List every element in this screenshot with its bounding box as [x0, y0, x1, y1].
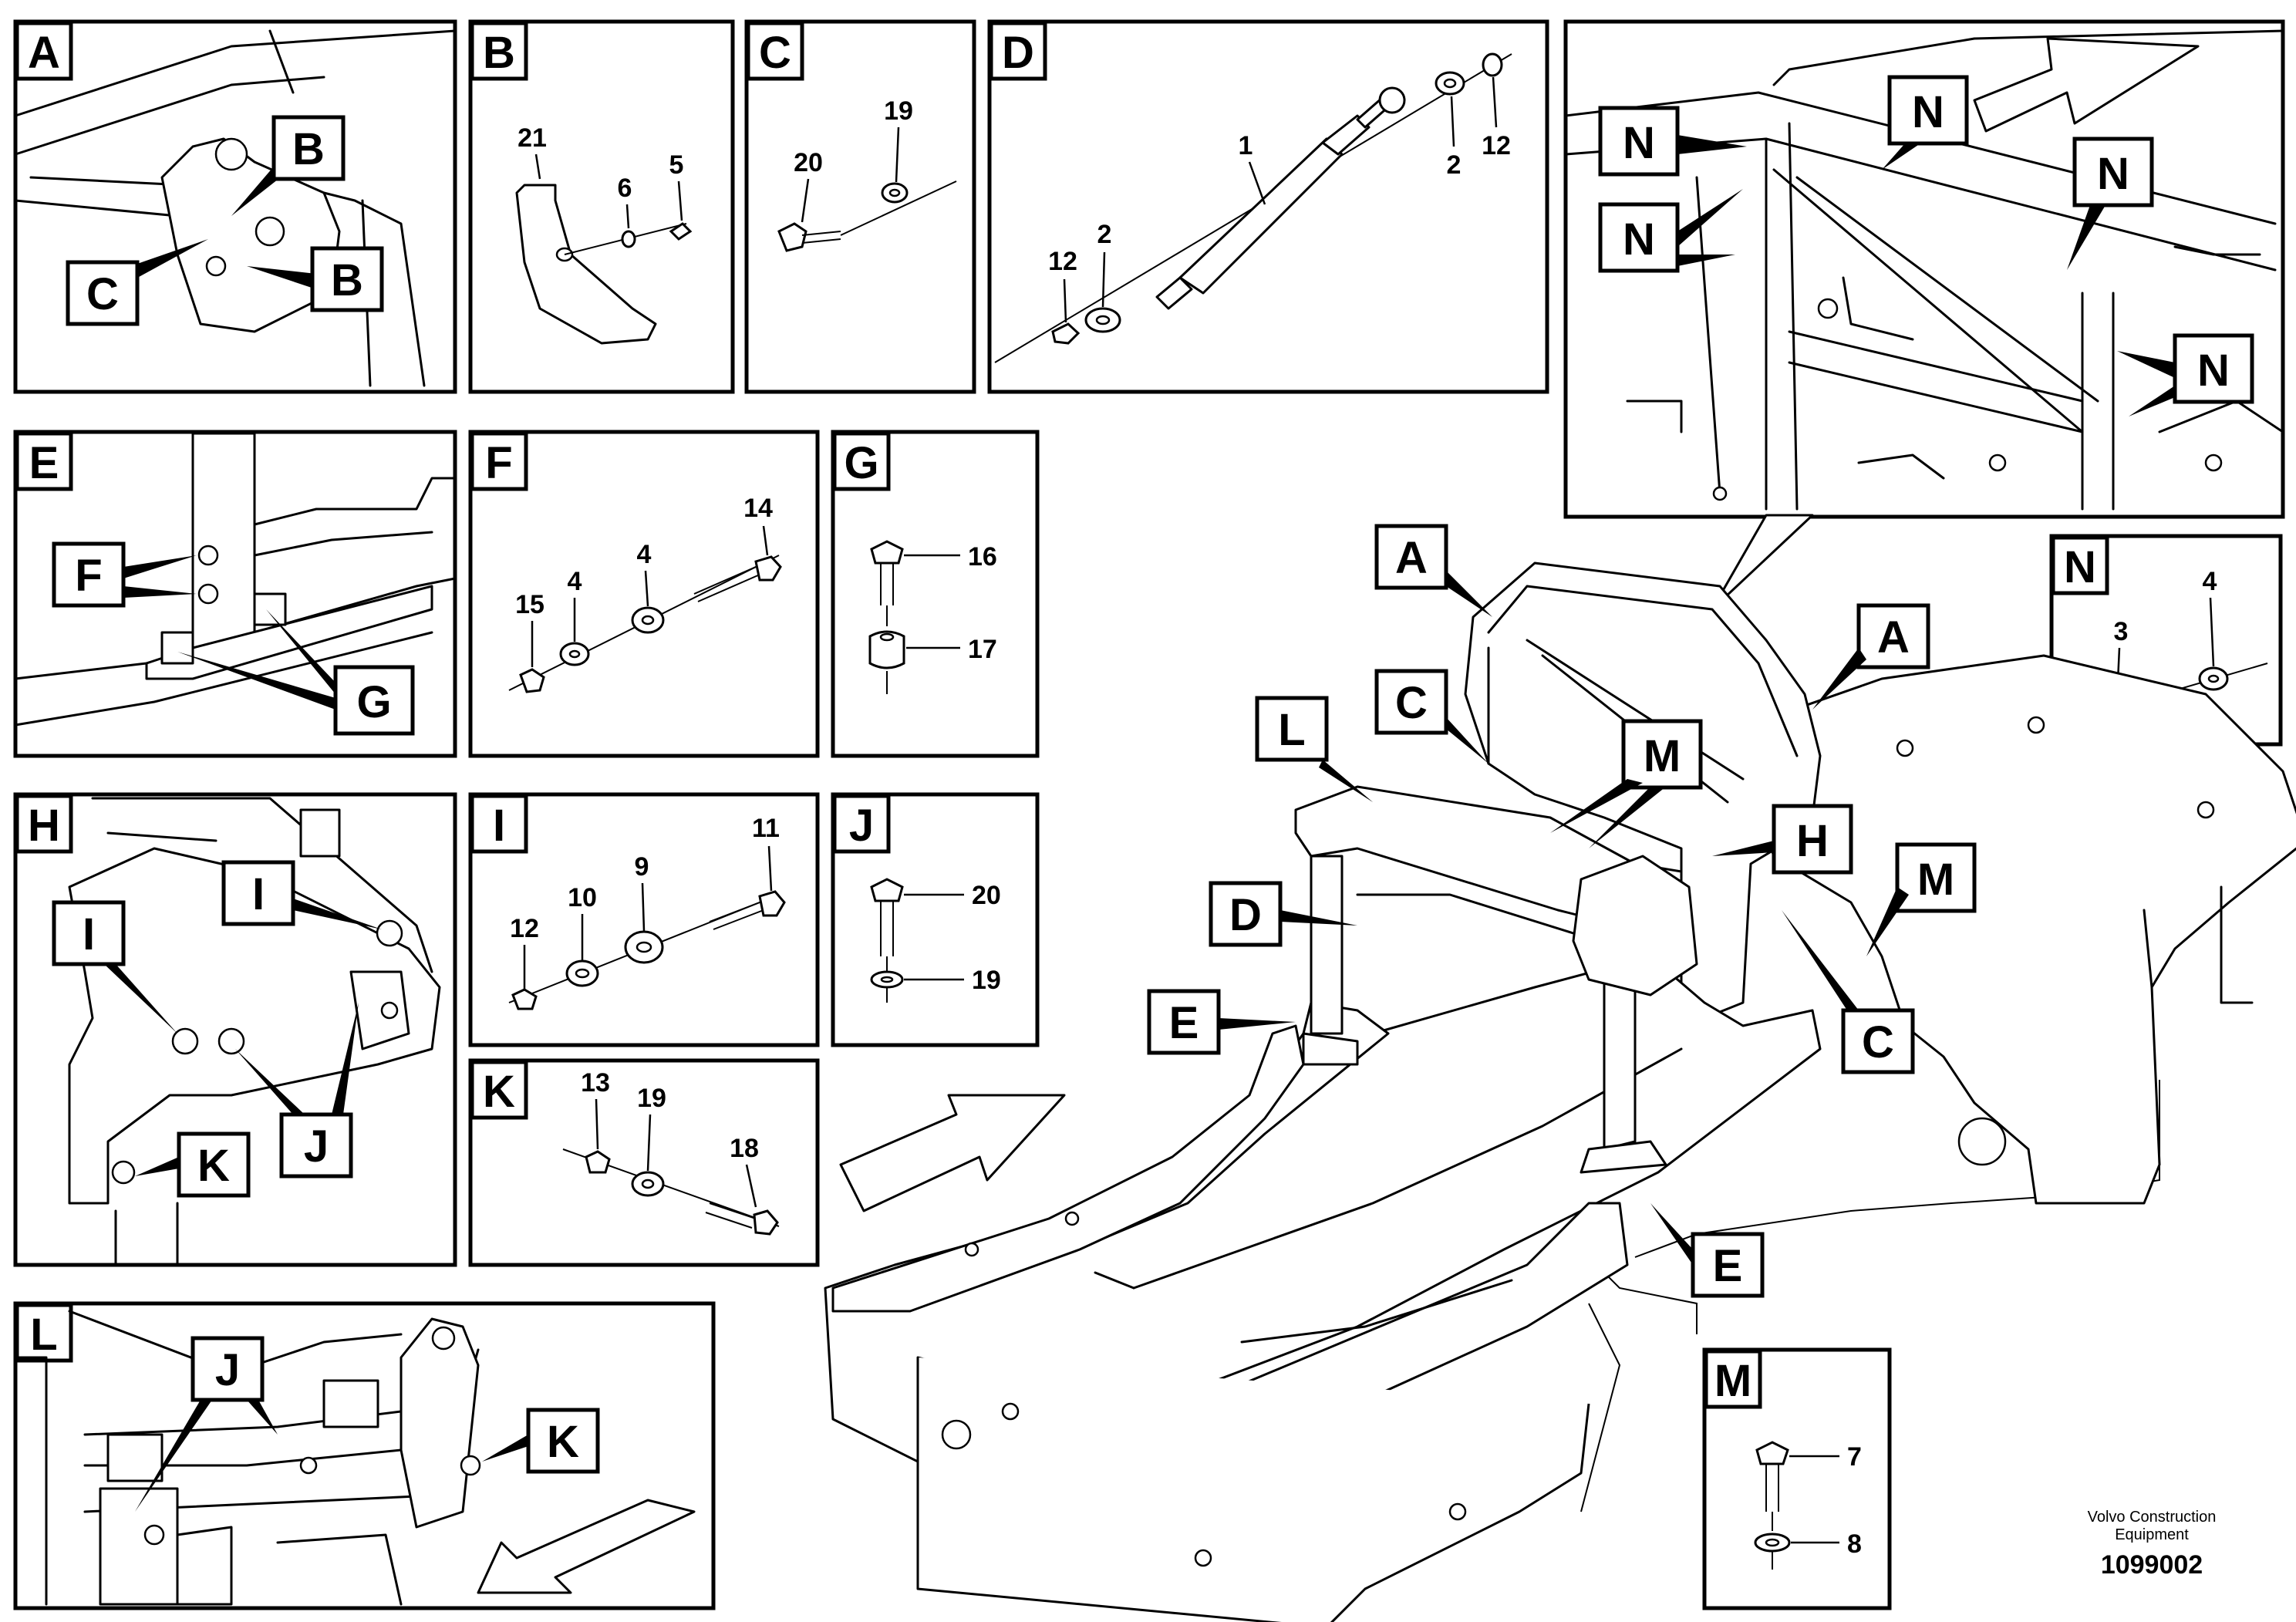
panel-g-letter: G: [844, 438, 878, 488]
part-12-top: 12: [1482, 131, 1511, 160]
part-9: 9: [635, 852, 649, 882]
main-callout-h: H: [1796, 816, 1829, 866]
part-15: 15: [515, 590, 544, 619]
panel-d-letter: D: [1002, 28, 1034, 78]
panel-i-letter: I: [493, 801, 505, 851]
part-6: 6: [618, 174, 632, 203]
callout-i-2: I: [83, 909, 95, 959]
main-frame-assembly: A A C C L M M H D E E: [824, 524, 2296, 1622]
part-2-bottom: 2: [1097, 220, 1112, 249]
main-callout-c-1: C: [1395, 678, 1428, 728]
callout-n-3: N: [1912, 87, 1944, 137]
part-4-b: 4: [637, 540, 652, 569]
direction-arrow-main: [839, 1094, 1066, 1212]
part-21: 21: [518, 123, 547, 153]
panel-l: L J K: [13, 1301, 716, 1610]
callout-j: J: [304, 1121, 329, 1172]
company-line-1: Volvo Construction: [2088, 1509, 2217, 1526]
panel-d: D 1 2 12 12 2: [987, 19, 1549, 394]
main-callout-m-2: M: [1917, 855, 1954, 905]
callout-n-2: N: [1623, 214, 1655, 265]
main-callout-a-2: A: [1877, 612, 1910, 663]
part-8: 8: [1847, 1529, 1862, 1559]
panel-m-letter: M: [1714, 1356, 1752, 1406]
part-1: 1: [1239, 131, 1253, 160]
main-callout-e-2: E: [1713, 1241, 1743, 1291]
panel-e: E F G: [13, 430, 457, 758]
part-12-bottom: 12: [1048, 247, 1077, 276]
callout-b-2: B: [331, 255, 363, 305]
main-callout-m-1: M: [1644, 731, 1681, 781]
callout-c: C: [86, 269, 119, 319]
callout-n-5: N: [2197, 346, 2230, 396]
panel-g: G 16 17: [831, 430, 1040, 758]
callout-k-l: K: [547, 1417, 579, 1467]
panel-c-letter: C: [759, 28, 791, 78]
part-5: 5: [669, 150, 684, 180]
panel-a-letter: A: [28, 28, 60, 78]
callout-n-4: N: [2097, 149, 2129, 199]
part-4-a: 4: [568, 567, 582, 596]
main-callout-e-1: E: [1169, 998, 1199, 1048]
part-14: 14: [743, 494, 773, 523]
callout-i-1: I: [252, 869, 265, 919]
callout-f: F: [75, 551, 102, 601]
panel-k: K 13 19 18: [468, 1058, 820, 1267]
part-11: 11: [752, 814, 780, 843]
panel-c: C 20 19: [744, 19, 976, 394]
panel-n-letter: N: [2064, 542, 2096, 592]
part-18: 18: [730, 1134, 759, 1163]
callout-j-l: J: [215, 1345, 240, 1395]
footer: Volvo Construction Equipment 1099002: [2088, 1509, 2217, 1580]
panel-k-letter: K: [483, 1067, 515, 1117]
panel-f: F 14 15 4 4: [468, 430, 820, 758]
part-4-n: 4: [2203, 567, 2217, 596]
part-10: 10: [568, 883, 597, 912]
panel-f-letter: F: [485, 438, 512, 488]
callout-n-1: N: [1623, 118, 1655, 168]
detail-pointer: [1711, 514, 1814, 611]
main-callout-l: L: [1278, 705, 1305, 755]
panel-m: M 7 8: [1702, 1347, 1892, 1610]
part-16: 16: [968, 542, 997, 572]
panel-j: J 20 19: [831, 792, 1040, 1047]
panel-b-letter: B: [483, 28, 515, 78]
company-line-2: Equipment: [2115, 1526, 2189, 1543]
panel-h-letter: H: [28, 801, 60, 851]
callout-g: G: [356, 677, 391, 727]
part-20: 20: [794, 148, 823, 177]
part-19-k: 19: [637, 1084, 666, 1113]
doc-number: 1099002: [2101, 1550, 2203, 1580]
main-callout-a-1: A: [1395, 533, 1428, 583]
panel-e-letter: E: [29, 438, 59, 488]
part-7: 7: [1847, 1442, 1862, 1472]
part-13: 13: [581, 1068, 610, 1098]
callout-b: B: [292, 124, 325, 174]
callout-k: K: [197, 1141, 230, 1191]
panel-i: I 11 12 10 9: [468, 792, 820, 1047]
part-2-top: 2: [1447, 150, 1462, 180]
panel-a: A B C B: [13, 19, 457, 394]
part-17: 17: [968, 635, 997, 664]
panel-h: H I I J K: [13, 792, 457, 1267]
panel-l-letter: L: [30, 1310, 57, 1360]
part-19: 19: [884, 96, 913, 126]
main-callout-c-2: C: [1862, 1017, 1894, 1067]
part-12-i: 12: [510, 914, 539, 943]
panel-n-detail: N N N N N: [1563, 19, 2285, 519]
part-19-j: 19: [972, 966, 1001, 995]
panel-b: B 21 6 5: [468, 19, 735, 394]
main-callout-d: D: [1229, 890, 1262, 940]
panel-j-letter: J: [849, 801, 874, 851]
part-20-j: 20: [972, 881, 1001, 910]
part-3: 3: [2114, 617, 2129, 646]
